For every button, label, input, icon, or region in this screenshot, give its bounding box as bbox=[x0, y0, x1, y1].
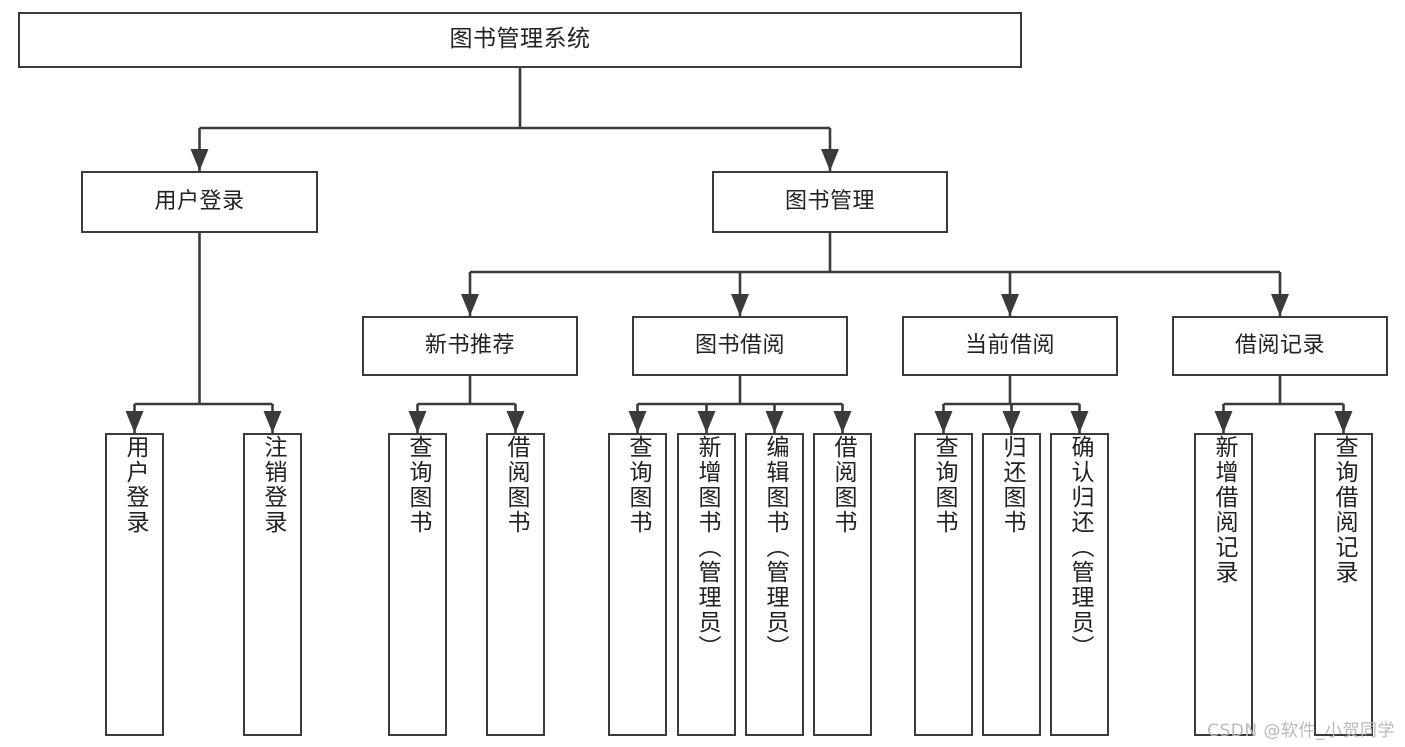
node-label: 用户登录 bbox=[154, 189, 245, 215]
node-new-book-rec[interactable]: 新书推荐 bbox=[362, 316, 578, 376]
node-leaf-rec-add[interactable]: 新增借阅记录 bbox=[1194, 433, 1253, 736]
node-leaf-rec-query2[interactable]: 查询借阅记录 bbox=[1314, 433, 1373, 736]
arrowhead-icon bbox=[125, 411, 144, 433]
node-leaf-borrow-lend[interactable]: 借阅图书 bbox=[813, 433, 872, 736]
node-leaf-borrow-add[interactable]: 新增图书（管理员） bbox=[677, 433, 736, 736]
node-label: 借阅记录 bbox=[1234, 333, 1325, 359]
arrowhead-icon bbox=[628, 411, 647, 433]
node-label: 用户登录 bbox=[122, 435, 148, 535]
node-label: 确认归还（管理员） bbox=[1067, 435, 1093, 660]
node-label: 查询图书 bbox=[625, 435, 651, 535]
arrowhead-icon bbox=[765, 411, 784, 433]
node-label: 图书管理 bbox=[784, 189, 875, 215]
node-label: 借阅图书 bbox=[830, 435, 856, 535]
node-label: 新增借阅记录 bbox=[1211, 435, 1237, 585]
arrowhead-icon bbox=[1070, 411, 1089, 433]
node-label: 借阅图书 bbox=[503, 435, 529, 535]
arrowhead-icon bbox=[506, 411, 525, 433]
node-label: 查询图书 bbox=[405, 435, 431, 535]
node-leaf-cur-query[interactable]: 查询图书 bbox=[914, 433, 973, 736]
node-label: 图书借阅 bbox=[694, 333, 785, 359]
arrowhead-icon bbox=[408, 411, 427, 433]
node-label: 查询借阅记录 bbox=[1331, 435, 1357, 585]
arrowhead-icon bbox=[1002, 411, 1021, 433]
arrowhead-icon bbox=[697, 411, 716, 433]
arrowhead-icon bbox=[263, 411, 282, 433]
node-label: 注销登录 bbox=[260, 435, 286, 535]
node-label: 查询图书 bbox=[931, 435, 957, 535]
arrowhead-icon bbox=[1001, 294, 1019, 316]
node-root[interactable]: 图书管理系统 bbox=[18, 12, 1022, 68]
node-leaf-borrow-query[interactable]: 查询图书 bbox=[608, 433, 667, 736]
node-borrow-record[interactable]: 借阅记录 bbox=[1172, 316, 1388, 376]
node-label: 图书管理系统 bbox=[449, 26, 591, 53]
arrowhead-icon bbox=[461, 294, 479, 316]
arrowhead-icon bbox=[731, 294, 749, 316]
node-leaf-borrow-edit[interactable]: 编辑图书（管理员） bbox=[745, 433, 804, 736]
node-leaf-rec-borrow[interactable]: 借阅图书 bbox=[486, 433, 545, 736]
arrowhead-icon bbox=[1214, 411, 1233, 433]
node-book-manage[interactable]: 图书管理 bbox=[712, 171, 948, 233]
arrowhead-icon bbox=[1271, 294, 1289, 316]
arrowhead-icon bbox=[934, 411, 953, 433]
arrowhead-icon bbox=[821, 149, 839, 171]
node-leaf-user-logout[interactable]: 注销登录 bbox=[243, 433, 302, 736]
node-label: 编辑图书（管理员） bbox=[762, 435, 788, 660]
node-current-borrow[interactable]: 当前借阅 bbox=[902, 316, 1118, 376]
watermark-label: CSDN @软件_小贺同学 bbox=[1207, 721, 1395, 741]
node-leaf-cur-confirm[interactable]: 确认归还（管理员） bbox=[1050, 433, 1109, 736]
node-label: 归还图书 bbox=[999, 435, 1025, 535]
arrowhead-icon bbox=[1334, 411, 1353, 433]
node-label: 当前借阅 bbox=[964, 333, 1055, 359]
node-label: 新增图书（管理员） bbox=[694, 435, 720, 660]
node-label: 新书推荐 bbox=[424, 333, 515, 359]
arrowhead-icon bbox=[190, 149, 209, 171]
node-book-borrow[interactable]: 图书借阅 bbox=[632, 316, 848, 376]
node-leaf-rec-query[interactable]: 查询图书 bbox=[388, 433, 447, 736]
node-leaf-cur-return[interactable]: 归还图书 bbox=[982, 433, 1041, 736]
arrowhead-icon bbox=[833, 411, 852, 433]
node-user-login[interactable]: 用户登录 bbox=[81, 171, 318, 233]
node-leaf-user-login[interactable]: 用户登录 bbox=[105, 433, 164, 736]
